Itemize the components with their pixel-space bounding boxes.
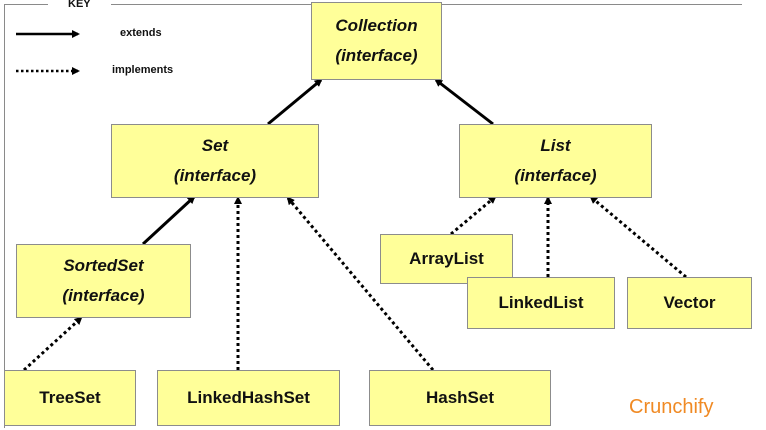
- watermark: Crunchify: [629, 396, 714, 418]
- treeset-node: TreeSet: [4, 370, 136, 426]
- arrow-sortedset-extends-set: [141, 195, 196, 246]
- collection-name: Collection: [335, 16, 418, 36]
- list-name: List: [540, 136, 571, 156]
- treeset-name: TreeSet: [39, 388, 101, 408]
- arrow-list-extends-collection: [434, 78, 494, 126]
- arrow-set-extends-collection: [267, 78, 323, 126]
- arraylist-node: ArrayList: [380, 234, 513, 284]
- arrow-vector-implements-list: [589, 195, 687, 279]
- vector-node: Vector: [627, 277, 752, 329]
- key-implements-label: implements: [112, 64, 174, 76]
- linkedlist-node: LinkedList: [467, 277, 615, 329]
- set-node: Set (interface): [111, 124, 319, 198]
- sortedset-node: SortedSet (interface): [16, 244, 191, 318]
- linkedlist-name: LinkedList: [498, 293, 584, 313]
- arrow-arraylist-implements-list: [450, 195, 497, 236]
- set-name: Set: [201, 136, 229, 156]
- arraylist-name: ArrayList: [409, 249, 484, 269]
- arrow-treeset-implements-sortedset: [22, 316, 83, 372]
- collection-kind: (interface): [335, 46, 418, 65]
- hashset-node: HashSet: [369, 370, 551, 426]
- linkedhashset-name: LinkedHashSet: [187, 388, 310, 408]
- sortedset-kind: (interface): [62, 286, 145, 305]
- set-kind: (interface): [173, 166, 257, 185]
- linkedhashset-node: LinkedHashSet: [157, 370, 340, 426]
- hashset-name: HashSet: [425, 388, 495, 408]
- sortedset-name: SortedSet: [63, 256, 144, 276]
- collection-node: Collection (interface): [311, 2, 442, 80]
- key-title: KEY: [48, 0, 111, 10]
- list-node: List (interface): [459, 124, 652, 198]
- arrow-hashset-implements-set: [286, 196, 435, 371]
- vector-name: Vector: [663, 293, 716, 313]
- list-kind: (interface): [514, 166, 597, 185]
- key-extends-label: extends: [120, 27, 162, 39]
